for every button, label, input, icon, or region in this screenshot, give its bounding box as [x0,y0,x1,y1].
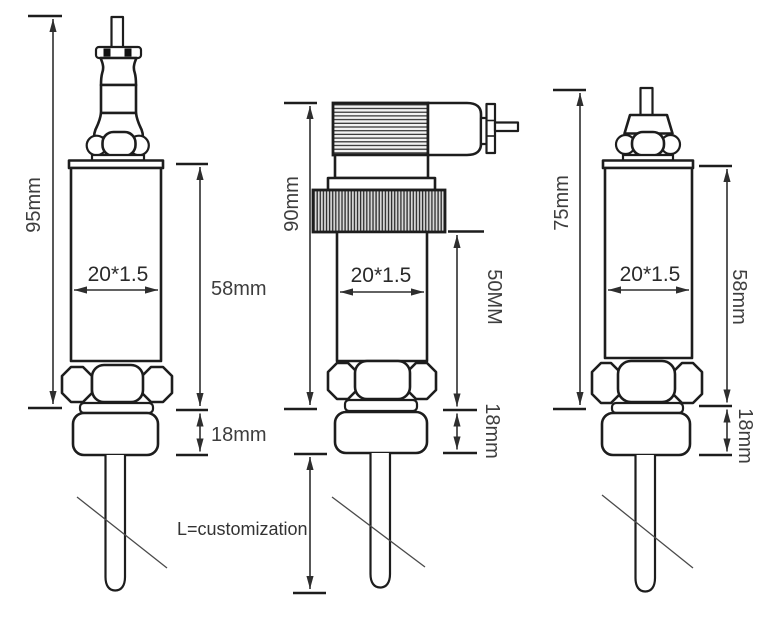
right-probe-break-line [601,494,694,569]
right-lower-hex-nut [616,359,677,404]
left-fitting-length-label: 18mm [211,424,267,446]
middle-connector-ribbed-housing [331,101,430,157]
middle-connector-screw-head [485,102,497,155]
middle-connector-neck [333,153,430,180]
left-gland-cap [94,45,143,60]
middle-lower-hex-nut [353,359,412,401]
dimension-right-fitting: 18mm [699,408,756,464]
dimension-middle-fitting: 18mm [443,403,503,459]
left-gland-cap-mark [103,48,111,57]
left-probe [104,455,127,592]
dimension-left-thread: 20*1.5 [74,263,158,294]
right-thread-label: 20*1.5 [620,263,681,286]
middle-connector-base-plate [326,176,437,192]
left-hex-nut [101,130,137,158]
middle-body [335,230,429,363]
dimension-middle-thread: 20*1.5 [340,264,424,296]
dimension-right-overall: 75mm [551,88,586,411]
left-gland-upper [99,56,138,87]
left-probe-break-line [76,496,168,569]
left-lower-hex-facet [140,365,174,404]
left-lower-hex-nut [90,363,145,404]
sensor-figure-left [60,15,174,592]
right-probe [634,455,657,593]
middle-body-length-label: 50MM [483,269,505,325]
middle-probe [369,453,392,589]
dimension-right-body: 58mm [699,164,750,408]
middle-connector-pin [493,121,520,133]
left-body [69,166,163,363]
left-lower-hex-facet [60,365,94,404]
middle-lower-hex-facet [405,361,438,401]
middle-connector-end [426,101,483,157]
middle-washer [343,398,419,413]
middle-fitting-length-label: 18mm [481,403,503,459]
dimension-middle-body: 50MM [443,230,505,412]
left-gland-cap-mark [124,48,132,57]
middle-lower-hex-facet [326,361,359,401]
left-top-pin [110,15,125,50]
sensor-figure-middle [311,101,520,589]
right-body [603,166,694,360]
middle-overall-height-label: 90mm [281,176,303,232]
right-lower-hex-facet [671,361,704,405]
dimension-left-fitting: 18mm [176,413,267,457]
right-hex-nut [630,130,666,157]
left-gland-band [99,83,138,115]
left-compression-fitting [71,411,160,457]
middle-knurled-ring [311,188,447,234]
left-washer [78,401,155,415]
dimension-left-body: 58mm [176,162,267,412]
right-lower-hex-facet [590,361,622,405]
right-fitting-length-label: 18mm [734,408,756,464]
left-body-length-label: 58mm [211,278,267,300]
right-compression-fitting [600,411,692,457]
dimension-probe-length: L=customization [177,452,327,595]
sensor-figure-right [590,86,704,593]
left-overall-height-label: 95mm [23,177,45,233]
probe-length-note: L=customization [177,519,308,539]
dimension-middle-overall: 90mm [281,101,317,411]
right-top-pin [639,86,654,118]
right-washer [610,401,685,415]
middle-compression-fitting [333,410,429,455]
dimension-right-thread: 20*1.5 [608,263,689,294]
middle-thread-label: 20*1.5 [351,264,412,287]
middle-probe-break-line [331,496,426,568]
right-overall-height-label: 75mm [551,175,573,231]
dimension-left-overall: 95mm [23,14,62,410]
right-cap [623,113,674,135]
left-thread-label: 20*1.5 [88,263,149,286]
right-body-length-label: 58mm [728,269,750,325]
